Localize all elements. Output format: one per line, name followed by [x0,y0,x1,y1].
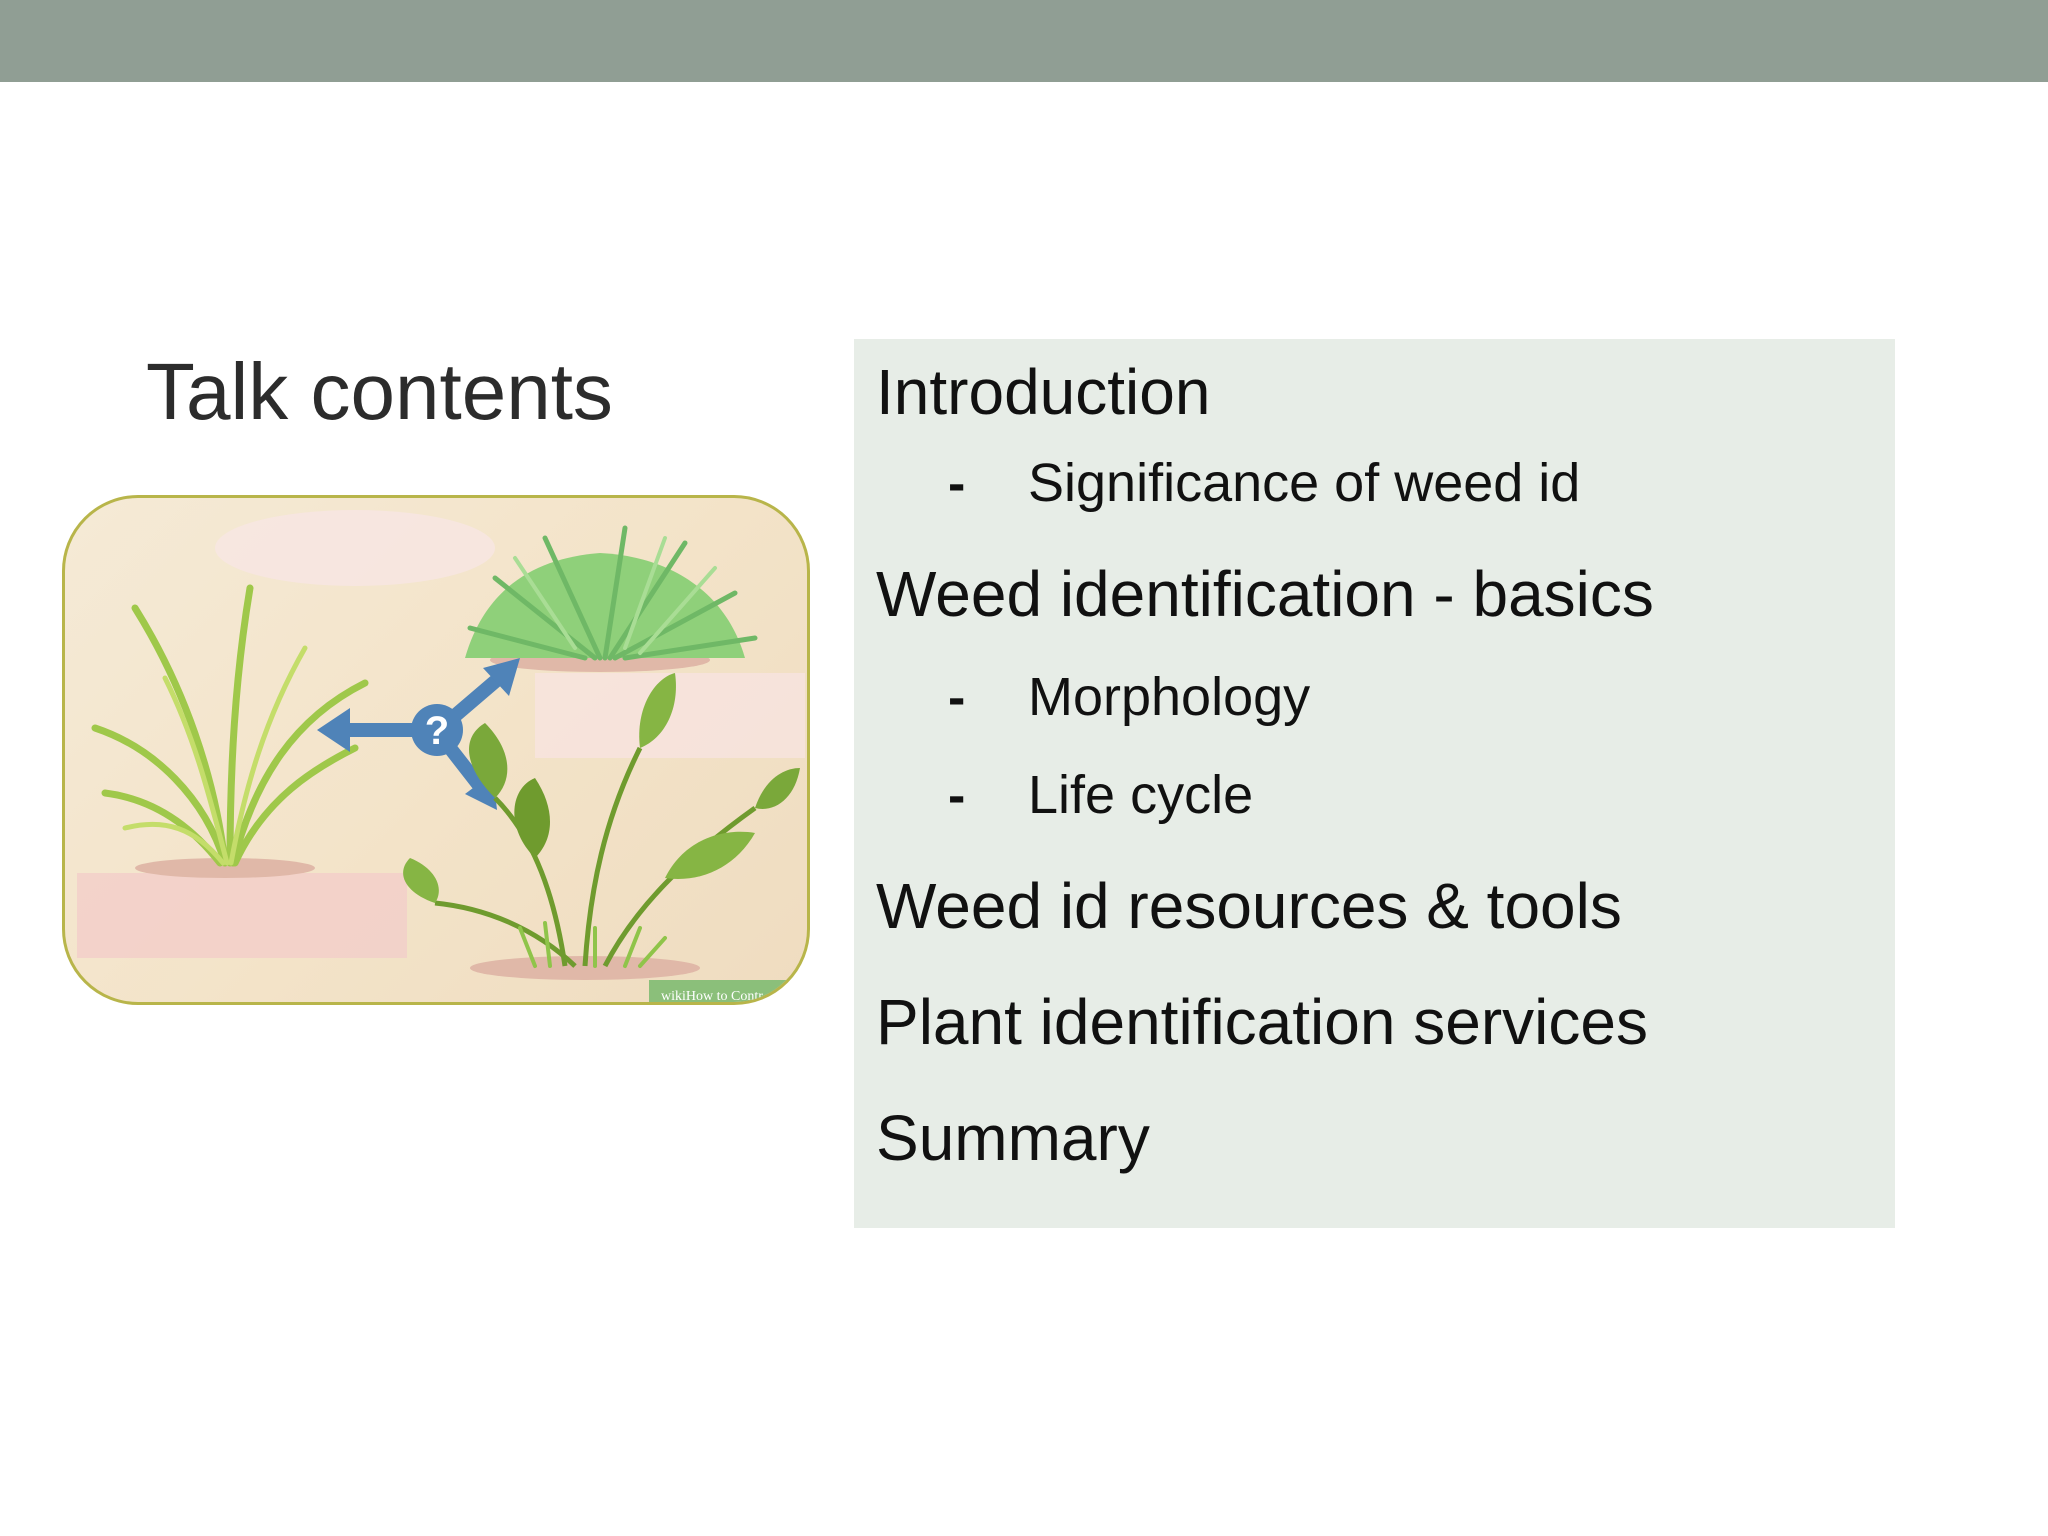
contents-item-summary: Summary [876,1102,1150,1174]
contents-item-resources-tools: Weed id resources & tools [876,870,1622,942]
question-arrows-icon: ? [317,658,520,810]
contents-item-weed-identification: Weed identification - basics [876,558,1654,630]
contents-item-introduction: Introduction [876,356,1211,428]
contents-subitem-morphology: Morphology [1028,667,1311,727]
svg-text:?: ? [425,709,449,753]
slide-title: Talk contents [146,347,613,436]
bullet-dash: - [948,455,966,513]
bullet-dash: - [948,669,966,727]
contents-subitem-significance: Significance of weed id [1028,453,1581,513]
bush-plant-icon [465,525,758,672]
contents-item-identification-services: Plant identification services [876,986,1648,1058]
watermark-text: wikiHow to Contr [661,989,763,1004]
leafy-plant-icon [403,673,800,980]
weed-illustration: ? wiki [62,495,810,1005]
top-header-bar [0,0,2048,82]
contents-panel [854,339,1895,1228]
contents-subitem-life-cycle: Life cycle [1028,765,1254,825]
bullet-dash: - [948,767,966,825]
grass-plant-icon [91,584,369,878]
